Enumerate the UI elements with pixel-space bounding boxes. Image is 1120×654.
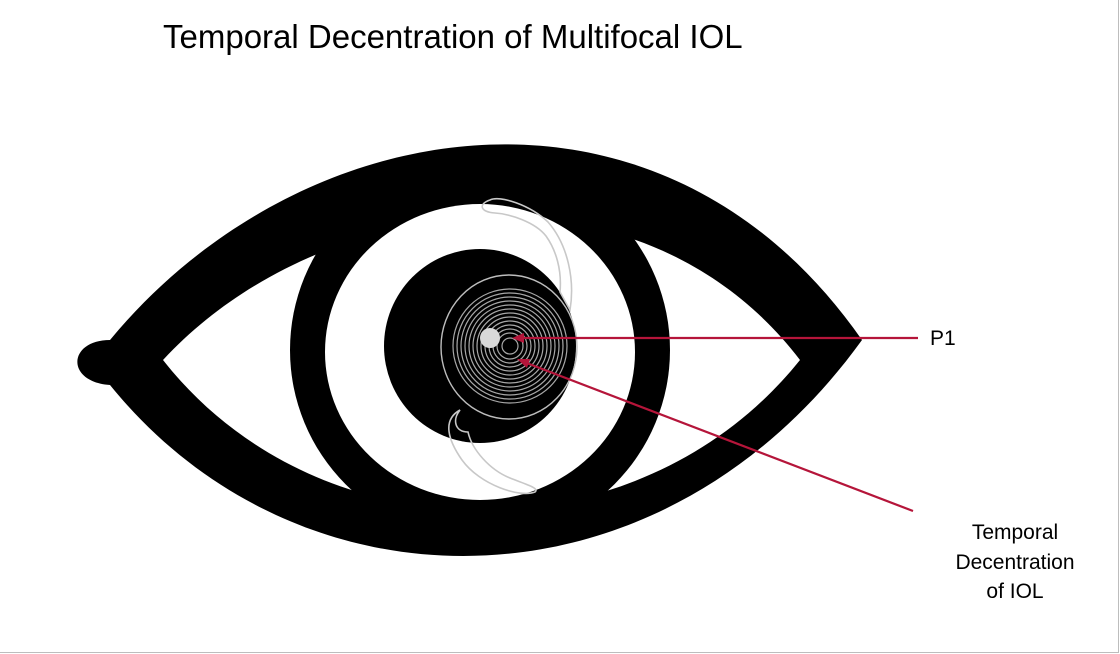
iol-ring <box>501 337 519 355</box>
iol-optic-edge <box>440 274 578 420</box>
pupil <box>384 249 576 443</box>
iol-ring <box>468 304 552 388</box>
diagram-title: Temporal Decentration of Multifocal IOL <box>163 18 743 55</box>
decentration-label-line: Temporal <box>971 521 1059 544</box>
iol-ring <box>460 296 560 396</box>
p1-reflex-dot <box>480 328 500 348</box>
decentration-label-line: Decentration <box>955 550 1075 574</box>
iol-ring <box>496 332 524 360</box>
iol-ring <box>472 308 548 384</box>
iol-ring <box>476 312 544 380</box>
iol-ring <box>464 300 556 392</box>
decentration-label: Temporal Decentration of IOL <box>930 518 1100 607</box>
iol-ring <box>480 316 540 376</box>
decentration-label-line: of IOL <box>986 580 1044 603</box>
iol-ring <box>452 288 568 404</box>
iol-diffractive-rings <box>452 288 568 404</box>
iol-ring <box>456 292 564 400</box>
p1-label: P1 <box>930 327 956 350</box>
iol-haptic-upper <box>481 198 573 313</box>
iol-haptic-lower <box>448 409 537 495</box>
decentration-pointer-line <box>523 360 914 513</box>
p1-pointer-arrowhead <box>512 333 524 343</box>
decentration-pointer-arrowhead <box>517 359 530 368</box>
